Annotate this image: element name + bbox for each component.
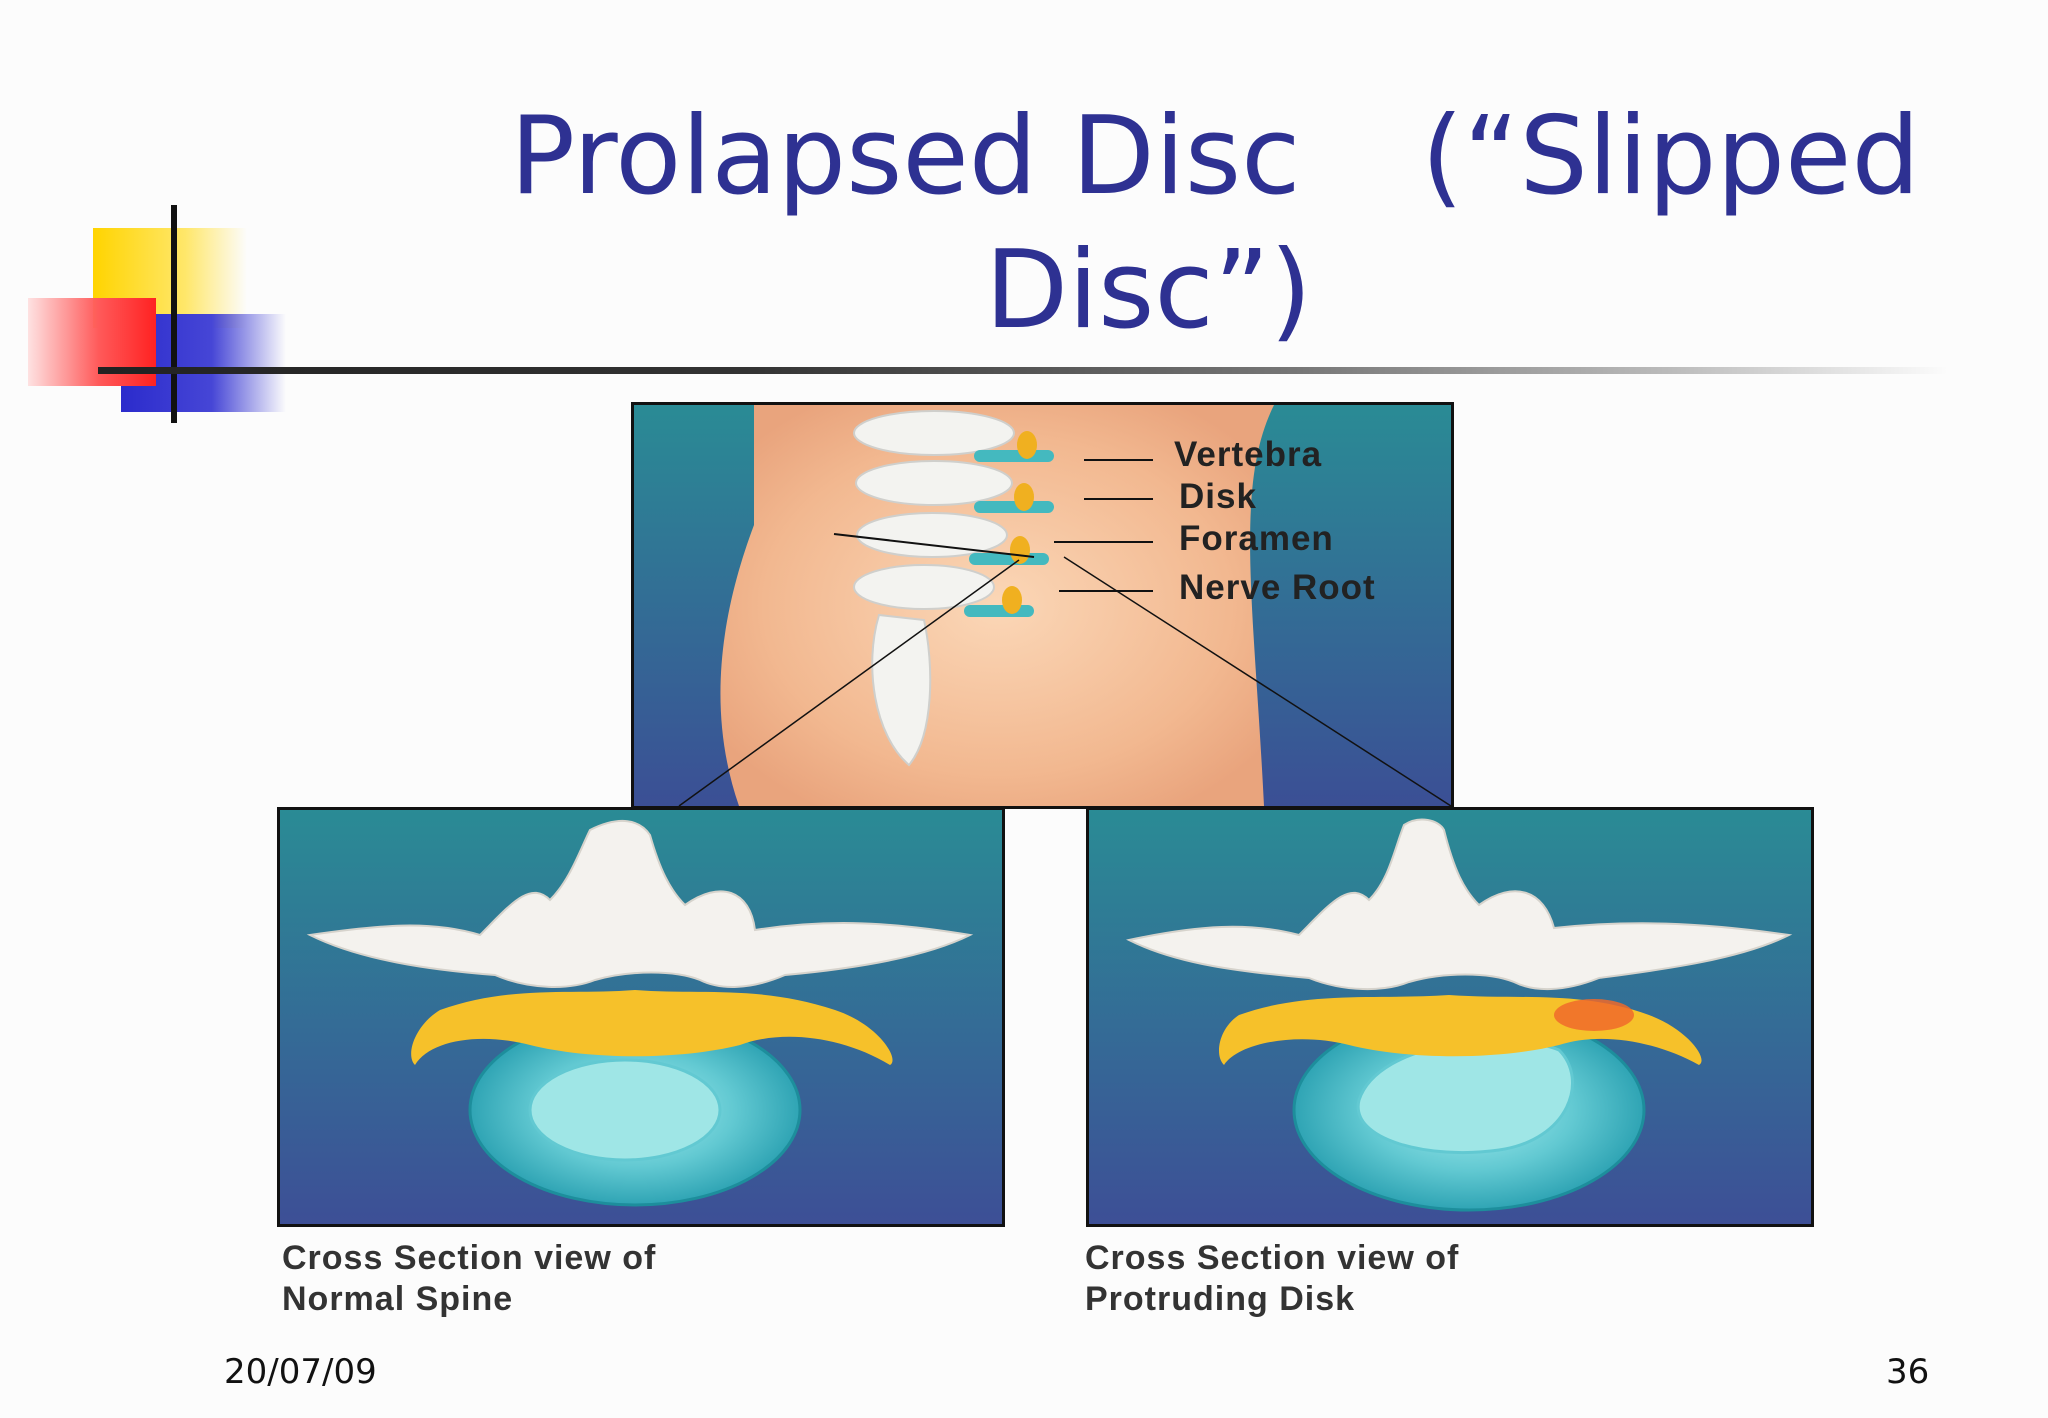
label-disk: Disk (1179, 477, 1257, 516)
caption-protruding-line-2: Protruding Disk (1085, 1280, 1356, 1318)
slide-page-number: 36 (1886, 1352, 1930, 1392)
label-nerve-root: Nerve Root (1179, 568, 1376, 607)
normal-spine-cross-section-image (277, 807, 1005, 1227)
caption-normal-line-1: Cross Section view of (282, 1239, 657, 1277)
label-vertebra: Vertebra (1174, 435, 1323, 474)
normal-spine-illustration (280, 810, 1002, 1224)
label-foramen: Foramen (1179, 519, 1334, 558)
protruding-disk-cross-section-image (1086, 807, 1814, 1227)
title-left: Prolapsed Disc (510, 94, 1301, 219)
title-rule (98, 367, 1948, 374)
spine-side-view-illustration (634, 405, 1451, 806)
title-line-2: Disc”) (985, 228, 1312, 353)
spine-side-view-image: Vertebra Disk Foramen Nerve Root (631, 402, 1454, 809)
caption-protruding-line-1: Cross Section view of (1085, 1239, 1460, 1277)
caption-protruding-disk: Cross Section view of Protruding Disk (1085, 1238, 1459, 1320)
slide-title: Prolapsed Disc (“Slipped Disc”) (510, 90, 1950, 358)
title-right: (“Slipped (1421, 94, 1920, 219)
caption-normal-line-2: Normal Spine (282, 1280, 514, 1318)
caption-normal-spine: Cross Section view of Normal Spine (282, 1238, 656, 1320)
protruding-disk-illustration (1089, 810, 1811, 1224)
slide-date: 20/07/09 (224, 1352, 377, 1392)
decor-vertical-line (171, 205, 177, 423)
